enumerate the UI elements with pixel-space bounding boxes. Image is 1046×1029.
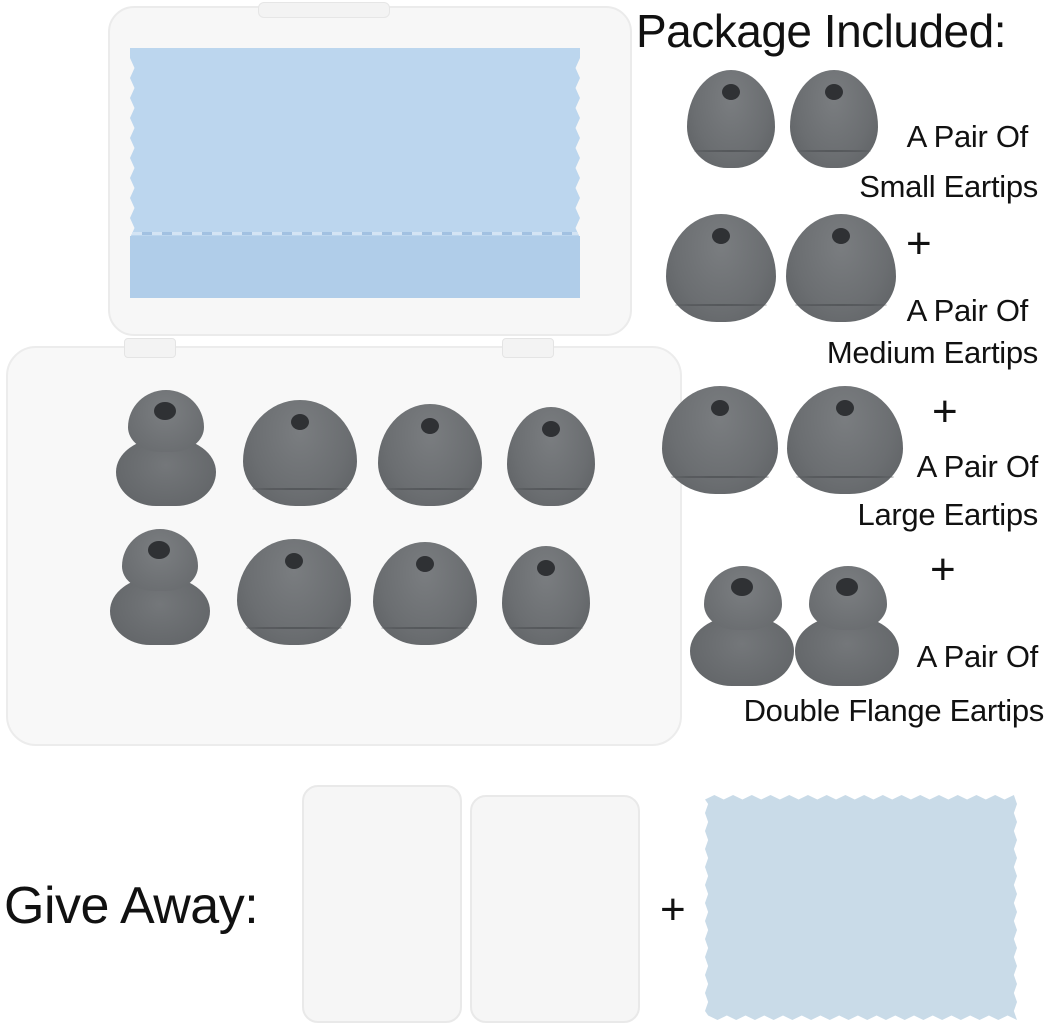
eartip-small (502, 546, 590, 645)
plus-sign: + (930, 545, 956, 594)
eartip-large-left (662, 386, 778, 494)
eartip-small (507, 407, 595, 506)
eartip-small-right (790, 70, 878, 168)
giveaway-title: Give Away: (4, 877, 259, 935)
eartip-large-right (787, 386, 903, 494)
case-latch (258, 2, 390, 18)
eartip-medium (378, 404, 482, 506)
eartip-large (237, 539, 351, 645)
large-eartips-line2: Large Eartips (857, 497, 1039, 532)
eartip-medium-right (786, 214, 896, 322)
eartip-large (243, 400, 357, 506)
eartip-double-flange (116, 390, 216, 506)
medium-eartips-line1: A Pair Of (906, 293, 1029, 328)
plus-sign: + (660, 885, 686, 934)
giveaway-cleaning-cloth (705, 795, 1017, 1020)
eartip-double-flange (110, 529, 210, 645)
double-flange-line2: Double Flange Eartips (743, 693, 1045, 728)
case-hinge-right (502, 338, 554, 358)
giveaway-case-base (470, 795, 640, 1023)
eartip-medium-left (666, 214, 776, 322)
plus-sign: + (906, 219, 932, 268)
case-base (6, 338, 682, 746)
medium-eartips-line2: Medium Eartips (826, 335, 1038, 370)
case-hinge-left (124, 338, 176, 358)
eartip-double-flange-left (690, 566, 794, 686)
giveaway-case-lid (302, 785, 462, 1023)
double-flange-line1: A Pair Of (916, 639, 1039, 674)
small-eartips-line1: A Pair Of (906, 119, 1029, 154)
eartip-small-left (687, 70, 775, 168)
plus-sign: + (932, 387, 958, 436)
package-title: Package Included: (636, 5, 1007, 57)
large-eartips-line1: A Pair Of (916, 449, 1039, 484)
small-eartips-line2: Small Eartips (859, 169, 1038, 204)
eartip-medium (373, 542, 477, 645)
cloth-folded-edge (130, 236, 580, 298)
cloth-zigzag-edge (132, 232, 578, 235)
eartip-double-flange-right (795, 566, 899, 686)
